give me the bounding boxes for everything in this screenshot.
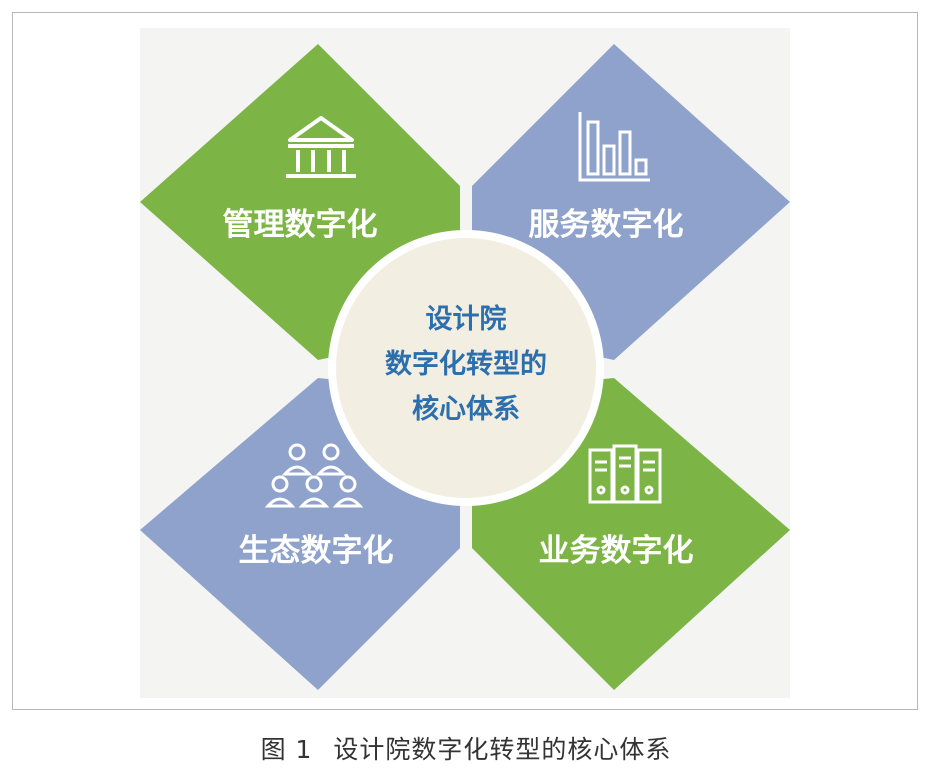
center-line-1: 设计院: [426, 303, 507, 335]
center-circle: [336, 238, 596, 498]
figure-number: 图 1: [260, 735, 313, 764]
quadrant-label-ecosystem: 生态数字化: [239, 533, 394, 569]
core-system-diagram: 管理数字化 服务数字化 生态数字化 业务数字化 设计院 数字化转型的 核心体系: [140, 28, 790, 698]
people-group-icon: [264, 443, 364, 508]
bank-icon: [286, 116, 356, 178]
quadrant-label-business: 业务数字化: [539, 533, 694, 569]
figure-caption: 图 1 设计院数字化转型的核心体系: [0, 730, 932, 766]
figure-title: 设计院数字化转型的核心体系: [333, 735, 672, 764]
center-line-2: 数字化转型的: [385, 348, 547, 380]
quadrant-label-service: 服务数字化: [529, 207, 684, 243]
server-icon: [588, 444, 662, 504]
center-line-3: 核心体系: [412, 393, 520, 425]
quadrant-label-management: 管理数字化: [223, 207, 378, 243]
bar-chart-icon: [578, 112, 650, 182]
